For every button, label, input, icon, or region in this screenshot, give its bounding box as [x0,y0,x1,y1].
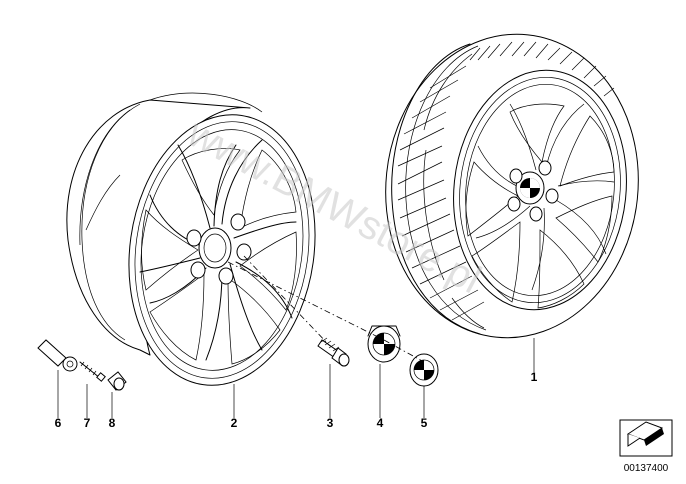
rim-drawing [66,92,316,386]
bolt-axis-line [243,255,331,347]
wheel-bolt-drawing [317,337,350,367]
callout-3: 3 [327,416,334,430]
leader-lines [57,338,535,418]
reference-code: 00137400 [624,463,669,474]
callout-5: 5 [421,416,428,430]
callout-4: 4 [377,416,384,430]
callout-6: 6 [55,416,62,430]
callout-2: 2 [231,416,238,430]
hub-cap-drawing [367,325,401,363]
reference-box: 00137400 [619,419,673,474]
arrow-icon [626,421,664,447]
callout-1: 1 [531,370,538,384]
callouts: 1 2 3 4 5 6 7 8 [55,370,538,430]
valve-drawing [37,339,78,372]
tread-pattern [397,41,615,329]
wheel-tire-drawing [385,33,639,339]
valve-insert-drawing [79,361,106,382]
callout-8: 8 [109,416,116,430]
assembly-axis-line [227,261,425,363]
emblem-drawing [409,353,439,387]
valve-cap-drawing [107,371,127,391]
callout-7: 7 [84,416,91,430]
